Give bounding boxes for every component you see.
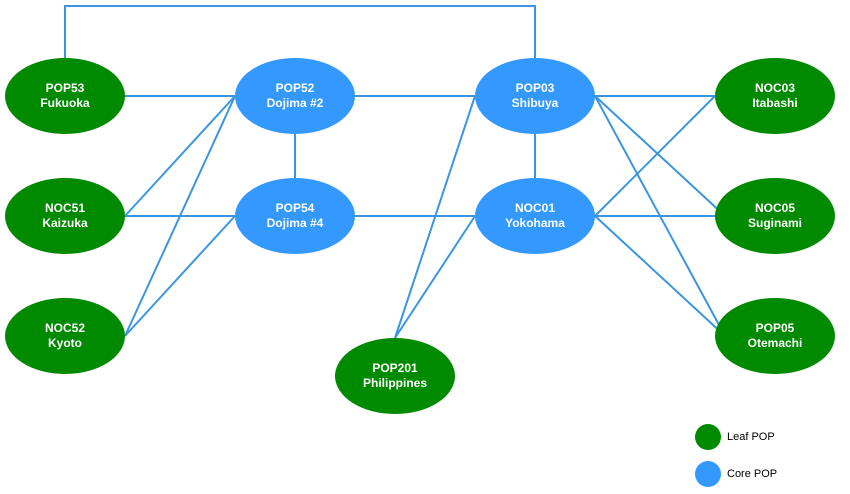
node-id: NOC05 [754, 201, 795, 215]
node-pop201[interactable]: POP201 Philippines [335, 338, 455, 414]
node-name: Dojima #4 [266, 216, 324, 230]
link-pop03-pop201 [394, 95, 476, 339]
node-name: Philippines [362, 376, 427, 390]
node-noc01[interactable]: NOC01 Yokohama [475, 178, 595, 254]
node-name: Itabashi [752, 96, 798, 110]
node-pop03[interactable]: POP03 Shibuya [475, 58, 595, 134]
link-noc01-pop201 [394, 215, 476, 339]
node-name: Yokohama [505, 216, 565, 230]
node-id: POP54 [275, 201, 315, 215]
node-noc52[interactable]: NOC52 Kyoto [5, 298, 125, 374]
node-id: POP52 [275, 81, 315, 95]
node-id: NOC01 [514, 201, 555, 215]
legend-core-label: Core POP [727, 468, 778, 480]
legend-leaf-dot [695, 424, 721, 450]
node-name: Dojima #2 [266, 96, 324, 110]
node-pop54[interactable]: POP54 Dojima #4 [235, 178, 355, 254]
node-id: POP53 [45, 81, 85, 95]
node-id: POP201 [372, 361, 418, 375]
node-pop52[interactable]: POP52 Dojima #2 [235, 58, 355, 134]
link-noc01-pop05 [594, 215, 726, 337]
node-id: POP03 [515, 81, 555, 95]
node-noc51[interactable]: NOC51 Kaizuka [5, 178, 125, 254]
node-pop05[interactable]: POP05 Otemachi [715, 298, 835, 374]
link-pop03-noc05 [594, 95, 726, 217]
node-id: NOC51 [44, 201, 85, 215]
node-noc05[interactable]: NOC05 Suginami [715, 178, 835, 254]
legend-leaf-label: Leaf POP [727, 431, 775, 443]
link-noc52-pop52 [124, 95, 236, 337]
link-noc52-pop54 [124, 215, 236, 337]
node-name: Suginami [747, 216, 802, 230]
node-id: NOC52 [44, 321, 85, 335]
node-id: POP05 [755, 321, 795, 335]
node-name: Kyoto [48, 336, 82, 350]
node-name: Kaizuka [42, 216, 88, 230]
node-id: NOC03 [754, 81, 795, 95]
link-noc01-noc03 [594, 95, 716, 217]
node-name: Otemachi [747, 336, 803, 350]
link-noc51-pop52 [124, 95, 236, 217]
node-noc03[interactable]: NOC03 Itabashi [715, 58, 835, 134]
link-pop53-pop03 [64, 5, 536, 58]
node-pop53[interactable]: POP53 Fukuoka [5, 58, 125, 134]
node-name: Shibuya [511, 96, 559, 110]
node-name: Fukuoka [40, 96, 90, 110]
legend-core-dot [695, 461, 721, 487]
